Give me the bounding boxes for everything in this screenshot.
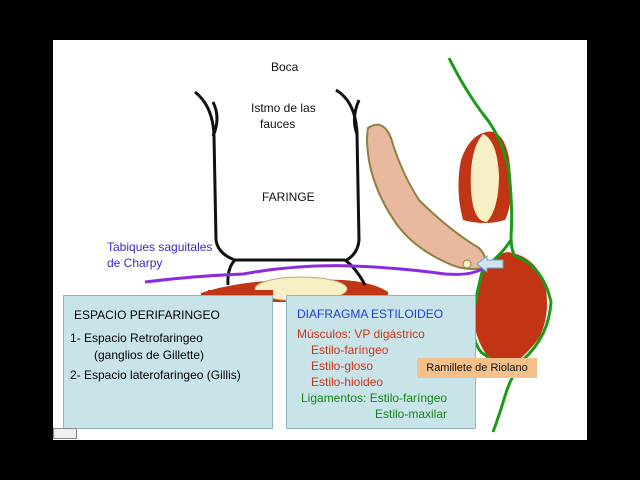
ligamentos-line-2: Estilo-maxilar [375,407,447,422]
right-box-title: DIAFRAGMA ESTILOIDEO [297,307,443,322]
tabiques-label-line1: Tabiques saguitales [107,240,212,255]
espacio-perifaringeo-box: ESPACIO PERIFARINGEO 1- Espacio Retrofar… [63,295,273,429]
ligamentos-line-1: Ligamentos: Estilo-faríngeo [301,391,447,406]
pharynx-left-lower [228,260,235,285]
styloid-tip [463,260,471,268]
musculos-line-3: Estilo-gloso [311,359,373,374]
musculos-line-4: Estilo-hioideo [311,375,383,390]
musculos-line-1: Músculos: VP digástrico [297,327,425,342]
musculos-line-2: Estilo-faríngeo [311,343,388,358]
slide-corner-icon [53,428,77,439]
istmo-label-line2: fauces [260,117,295,132]
left-box-line-3: 2- Espacio laterofaringeo (Gillis) [70,368,241,383]
left-box-line-2: (ganglios de Gillette) [94,348,204,363]
left-box-title: ESPACIO PERIFARINGEO [74,308,220,323]
boca-label: Boca [271,60,298,75]
slide: Boca Istmo de las fauces FARINGE Tabique… [53,40,587,440]
ramillete-riolano-label: Ramillete de Riolano [417,358,537,378]
faringe-label: FARINGE [262,190,315,205]
tabiques-label-line2: de Charpy [107,256,162,271]
istmo-label-line1: Istmo de las [251,101,316,116]
pharynx-left-tab [213,102,217,136]
left-box-line-1: 1- Espacio Retrofaringeo [70,331,203,346]
pharynx-right-tab [354,100,359,134]
pharynx-left-wall [195,92,235,260]
